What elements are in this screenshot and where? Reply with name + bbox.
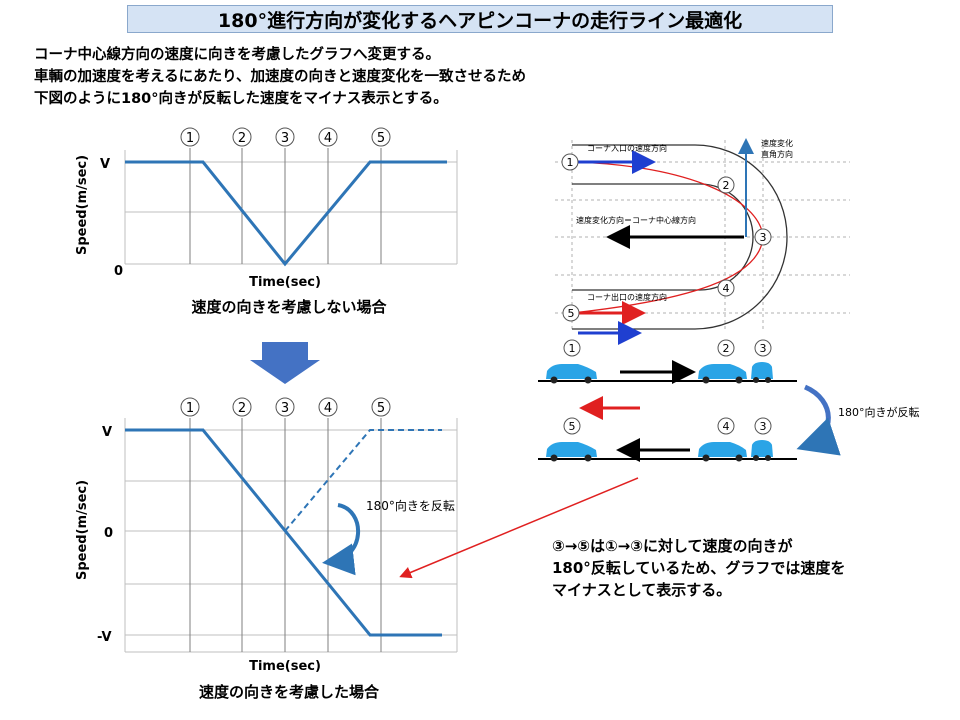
corner-markers: 1 2 3 4 5 [561,153,772,322]
intro-line: 下図のように180°向きが反転した速度をマイナス表示とする。 [34,91,448,107]
intro-line: コーナ中心線方向の速度に向きを考慮したグラフへ変更する。 [34,47,440,63]
marker-label: 5 [569,420,576,433]
car-icon [698,442,747,462]
down-arrow-icon [250,342,320,384]
car-icon [751,362,773,383]
chart-bottom-dashed-series [284,429,442,532]
centerline-label: 速度変化方向＝コーナ中心線方向 [576,215,696,225]
explanation-note: ③→⑤は①→③に対して速度の向きが 180°反転しているため、グラフでは速度を … [552,535,845,601]
chart-top-series-line [125,160,447,267]
marker-label: 2 [723,179,730,192]
reverse-annotation: 180°向きを反転 [366,498,455,513]
marker-label: 4 [324,131,332,146]
entry-label: コーナ入口の速度方向 [587,143,667,153]
chart-top-caption: 速度の向きを考慮しない場合 [191,298,387,316]
x-axis-label: Time(sec) [249,659,321,674]
intro-line: 車輌の加速度を考えるにあたり、加速度の向きと速度変化を一致させるため [34,69,526,85]
strip-markers-lower: 5 4 3 [563,417,772,435]
track-outer [572,144,788,330]
marker-label: 3 [281,401,289,416]
chart-bottom-markers: 1 2 3 4 5 [180,397,391,417]
intro-text: コーナ中心線方向の速度に向きを考慮したグラフへ変更する。 車輌の加速度を考えるに… [34,44,526,110]
reverse-label: 180°向きが反転 [838,405,920,419]
pointer-arrow [399,477,639,579]
car-icon [698,364,747,384]
chart-bottom: 1 2 3 4 5 180°向きを反転 V 0 -V Time(sec) Spe… [75,397,458,701]
note-line: ③→⑤は①→③に対して速度の向きが [552,537,793,555]
car-icon [751,440,773,461]
y-axis-label: Speed(m/sec) [75,480,90,580]
chart-top-markers: 1 2 3 4 5 [180,127,391,147]
x-axis-label: Time(sec) [249,275,321,290]
exit-label: コーナ出口の速度方向 [587,292,667,302]
marker-label: 2 [238,401,246,416]
marker-label: 5 [568,307,575,320]
car-icon [546,364,597,384]
tick-v: V [102,425,112,440]
tick-neg-v: -V [97,630,112,645]
marker-label: 5 [377,131,385,146]
chart-top: 1 2 3 4 5 V 0 Time(sec) Speed(m/sec) 速度の… [75,127,458,316]
marker-label: 3 [760,342,767,355]
marker-label: 4 [723,282,730,295]
marker-label: 2 [238,131,246,146]
marker-label: 1 [567,156,574,169]
marker-label: 3 [760,420,767,433]
marker-label: 1 [569,342,576,355]
tick-v: V [100,157,110,172]
page-title: 180°進行方向が変化するヘアピンコーナの走行ライン最適化 [127,5,833,33]
car-icon [546,442,597,462]
change-label-1: 速度変化 [761,138,793,148]
marker-label: 1 [186,131,194,146]
marker-label: 3 [760,231,767,244]
note-line: 180°反転しているため、グラフでは速度を [552,559,846,577]
y-axis-label: Speed(m/sec) [75,155,90,255]
reverse-arrow-icon [796,384,841,456]
chart-bottom-caption: 速度の向きを考慮した場合 [199,683,380,701]
marker-label: 1 [186,401,194,416]
car-strips: 1 2 3 5 4 3 180°向きが反転 [538,321,920,462]
marker-label: 2 [723,342,730,355]
note-line: マイナスとして表示する。 [552,581,732,599]
reverse-arrow-icon [322,503,361,576]
marker-label: 4 [723,420,730,433]
change-label-2: 直角方向 [761,149,793,159]
tick-zero: 0 [104,526,113,541]
marker-label: 3 [281,131,289,146]
chart-top-grid [124,150,458,265]
chart-bottom-marker-lines [189,418,382,652]
chart-bottom-grid [124,418,458,653]
chart-top-marker-lines [189,148,382,264]
tick-zero: 0 [114,264,123,279]
corner-diagram: 1 2 3 4 5 コーナ入口の速度方向 速度変化 直角方向 速度変化方向＝コー… [555,138,850,330]
chart-bottom-series-line [125,428,442,637]
marker-label: 5 [377,401,385,416]
marker-label: 4 [324,401,332,416]
strip-markers-upper: 1 2 3 [563,339,772,357]
